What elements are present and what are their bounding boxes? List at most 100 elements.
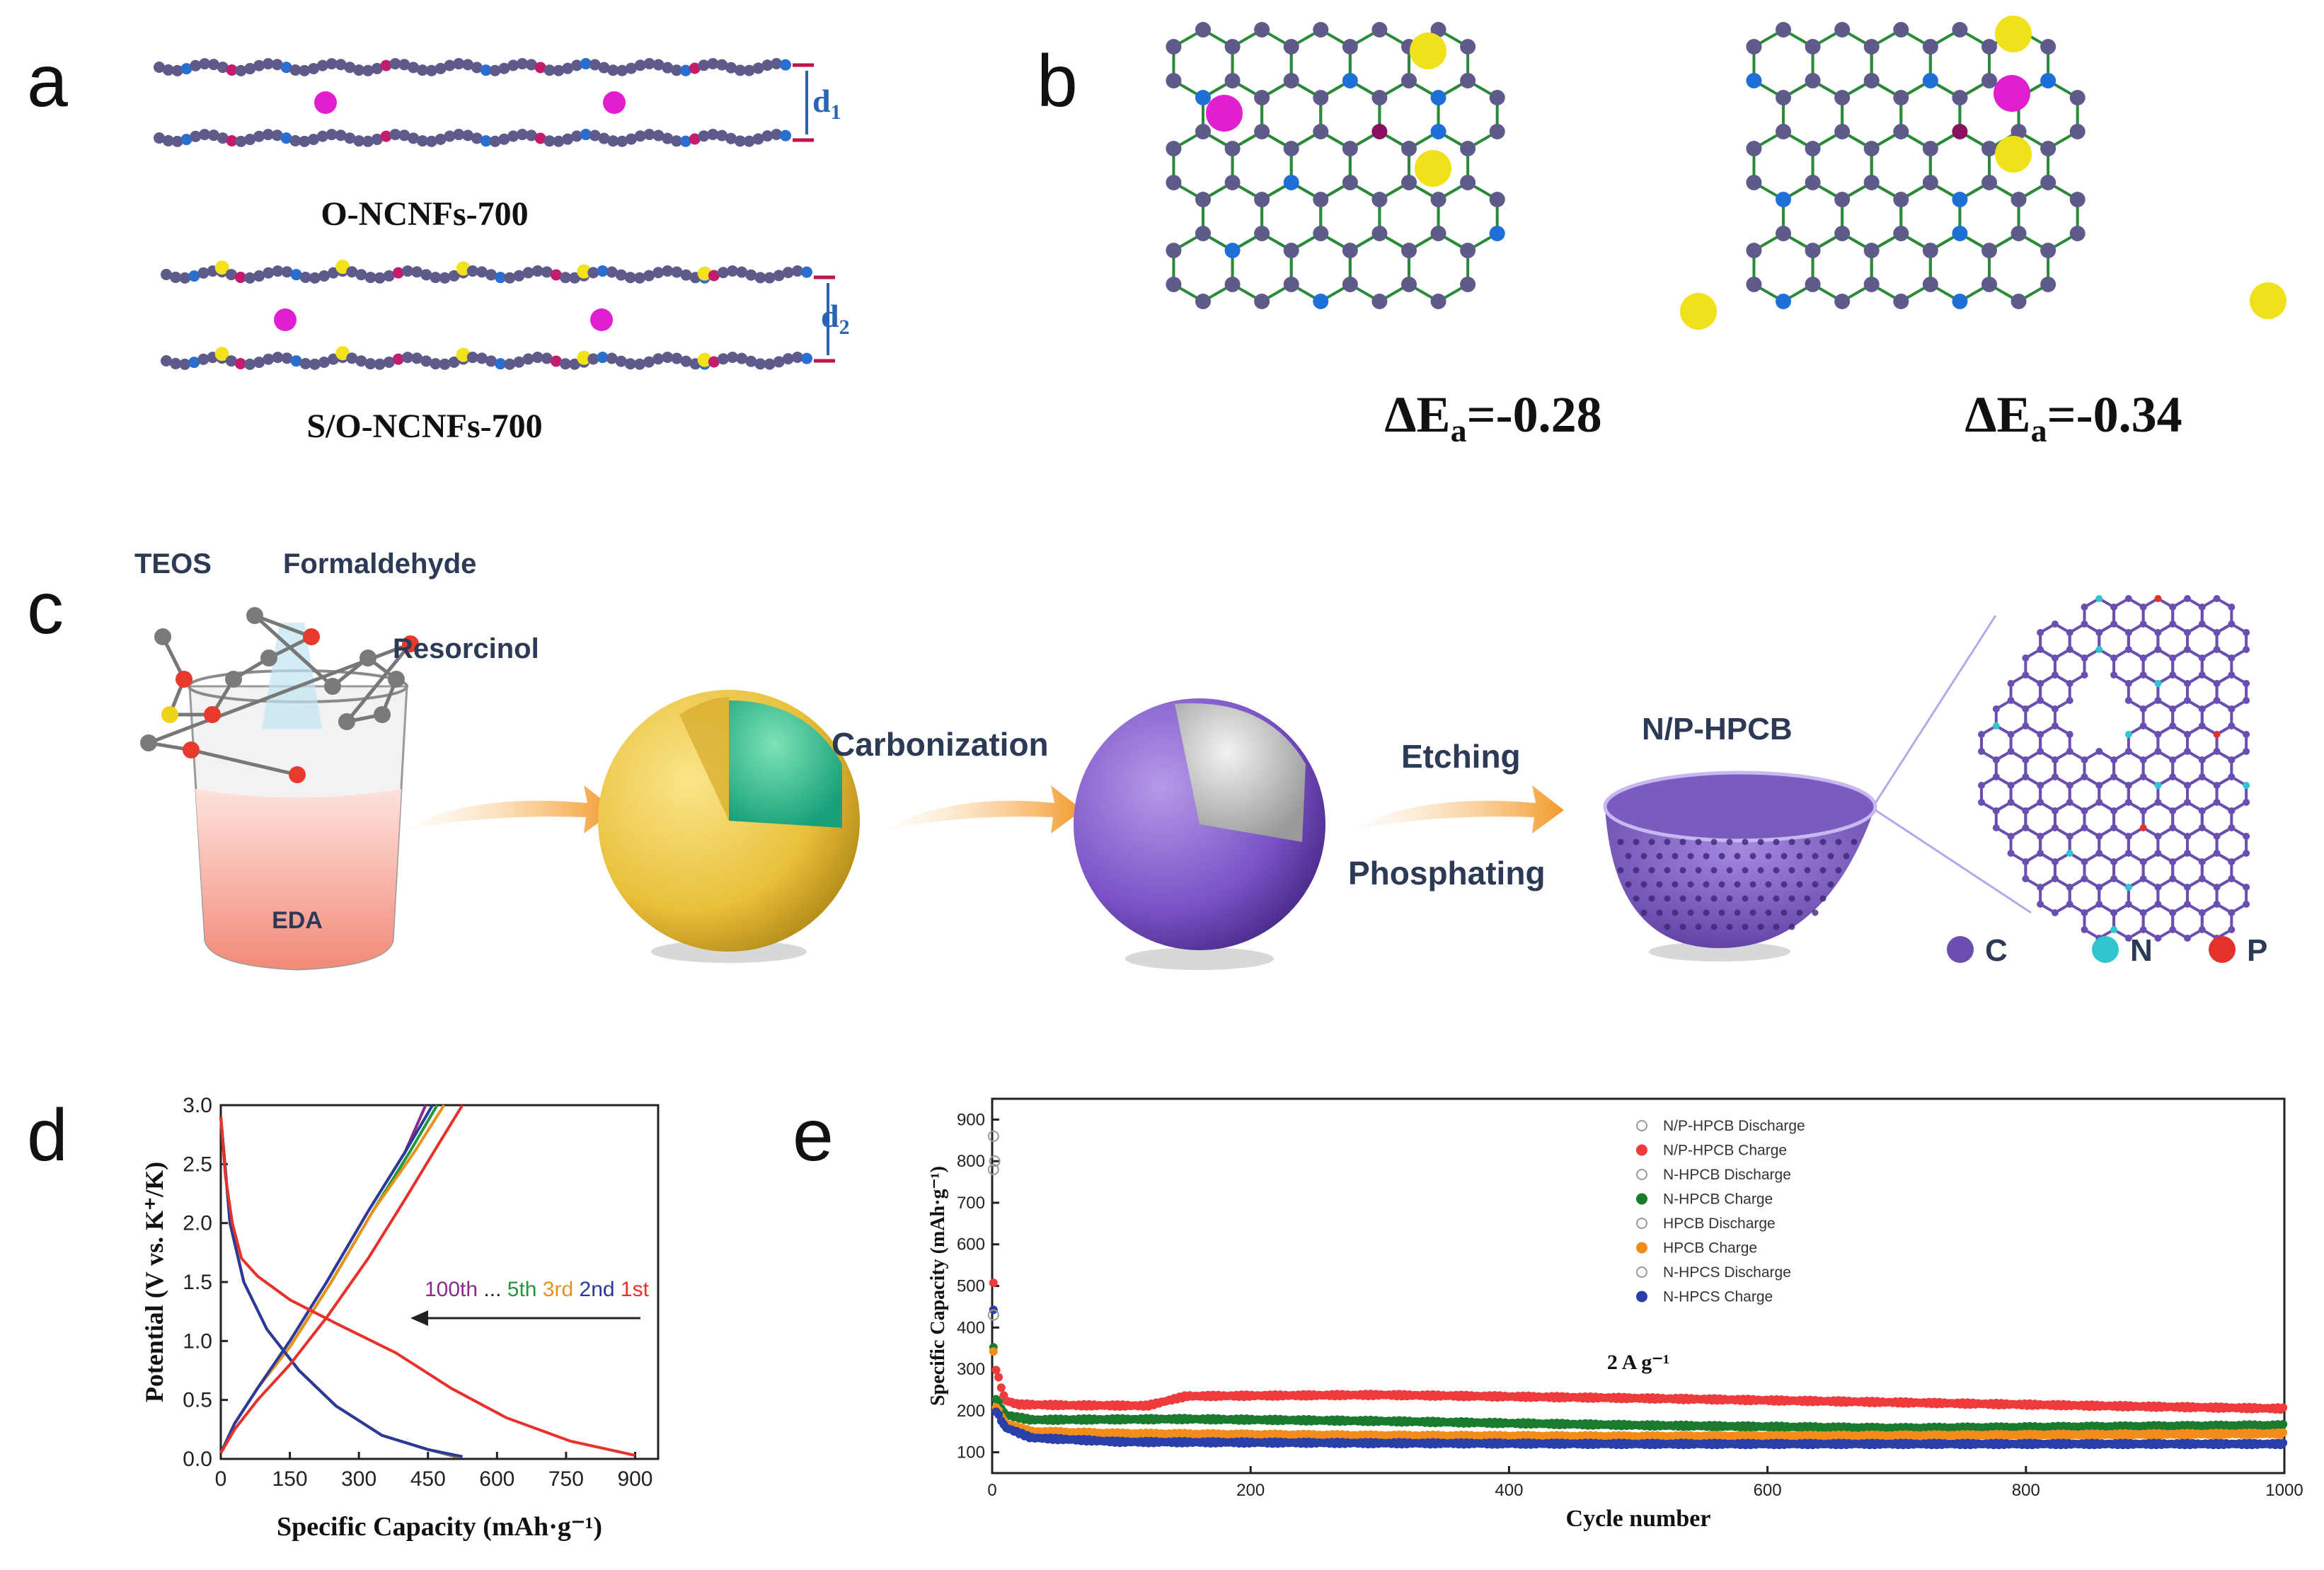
layer-atom-b1 [272,265,284,277]
pore [1633,867,1640,874]
layer-sulfur-atom-b1 [456,261,471,276]
legend-p-dot [2209,936,2236,963]
pore [1726,867,1733,874]
lattice-atom [2198,926,2206,933]
layer-atom-a2 [217,132,229,144]
pore [1734,881,1741,888]
lattice-atom [2040,175,2056,190]
lattice-atom [1992,807,2000,814]
lattice-atom [2169,824,2177,831]
lattice-atom [2154,595,2162,602]
lattice-atom [2037,646,2044,653]
layer-atom-a2 [262,129,274,141]
lattice-atom [1952,124,1968,139]
cycle-label-1st: 1st [615,1278,650,1301]
layer-atom-a2 [734,135,746,147]
charge-curve-1st [219,1104,464,1454]
discharge-point [987,1163,999,1175]
layer-atom-b1 [234,271,246,283]
legend-marker-open [1636,1218,1647,1229]
layer-atom-b2 [485,355,497,367]
potassium-ion [590,308,613,331]
lattice-atom [2139,926,2147,933]
lattice-atom [1342,73,1358,88]
layer-atom-a1 [226,64,238,76]
bond-ring [1928,231,1991,304]
layer-atom-b2 [597,352,609,364]
lattice-atom [2124,680,2132,687]
lattice-atom [1834,22,1851,37]
lattice-atom [1371,124,1388,139]
lattice-atom [1922,141,1938,156]
pore [1672,909,1679,916]
legend-label: N/P-HPCB Discharge [1663,1118,1805,1134]
lattice-atom [1922,175,1938,190]
layer-sulfur-atom-b1 [335,260,350,275]
molecule-atom [324,678,341,695]
lattice-atom [2081,926,2088,933]
layer-atom-b2 [383,356,395,368]
lattice-atom [1371,192,1388,207]
cycle-label-5th: 5th [501,1278,536,1301]
y-tick-label: 500 [957,1277,985,1296]
layer-atom-a2 [398,129,410,142]
lattice-atom [1834,192,1851,207]
lattice-atom [1460,141,1476,156]
lattice-right [1746,22,2086,309]
lattice-atom [2139,909,2147,916]
bond-ring [1870,129,1932,202]
lattice-atom [1746,141,1762,156]
layer-atom-a1 [471,62,483,74]
layer-atom-a2 [435,133,447,145]
lattice-atom [1978,748,1985,755]
lattice-atom [2007,833,2015,840]
cycle-label-3rd: 3rd [536,1278,573,1301]
layer-atom-b1 [615,269,627,281]
lattice-atom [1893,294,1909,309]
lattice-atom [2051,621,2059,628]
layer-atom-a1 [271,59,283,71]
lattice-atom [1400,175,1417,190]
lattice-atom [2228,705,2236,712]
pore [1749,909,1756,916]
lattice-atom [2066,748,2073,755]
molecule-atom [246,607,263,624]
layer-atom-a1 [299,64,311,76]
lattice-atom [2066,833,2073,840]
layer-atom-b2 [531,352,543,364]
y-tick-label: 900 [957,1110,985,1129]
layer-atom-a2 [380,130,392,142]
layer-atom-a2 [326,129,338,141]
lattice-atom [2066,884,2073,891]
lattice-atom [2183,884,2191,891]
rate-annotation: 2 A g⁻¹ [1607,1351,1669,1374]
lattice-atom [2037,901,2044,908]
layer-atom-a2 [353,135,365,147]
template-sphere [598,690,860,963]
lattice-atom [2169,858,2177,865]
pore [1827,881,1834,888]
lattice-atom [1922,39,1938,54]
lattice-atom [2095,884,2103,891]
layer-atom-b2 [745,355,757,367]
pore [1718,853,1725,860]
bond-ring [1782,180,1844,253]
lattice-atom [2051,875,2059,882]
y-tick-label: 800 [957,1152,985,1171]
layer-atom-b2 [754,358,766,370]
layer-atom-a2 [253,130,265,142]
lattice-atom [2213,646,2221,653]
bond-ring [1348,231,1410,304]
legend-marker [1636,1291,1647,1303]
layer-atom-a1 [598,62,610,74]
lattice-atom [2081,875,2088,882]
layer-atom-b2 [476,352,488,364]
lattice-atom [2040,243,2056,258]
layer-atom-b1 [244,272,256,284]
bond-ring [1811,129,1873,202]
y-tick-label: 700 [957,1194,985,1213]
lattice-atom [1166,277,1182,292]
lattice-atom [2081,671,2088,679]
